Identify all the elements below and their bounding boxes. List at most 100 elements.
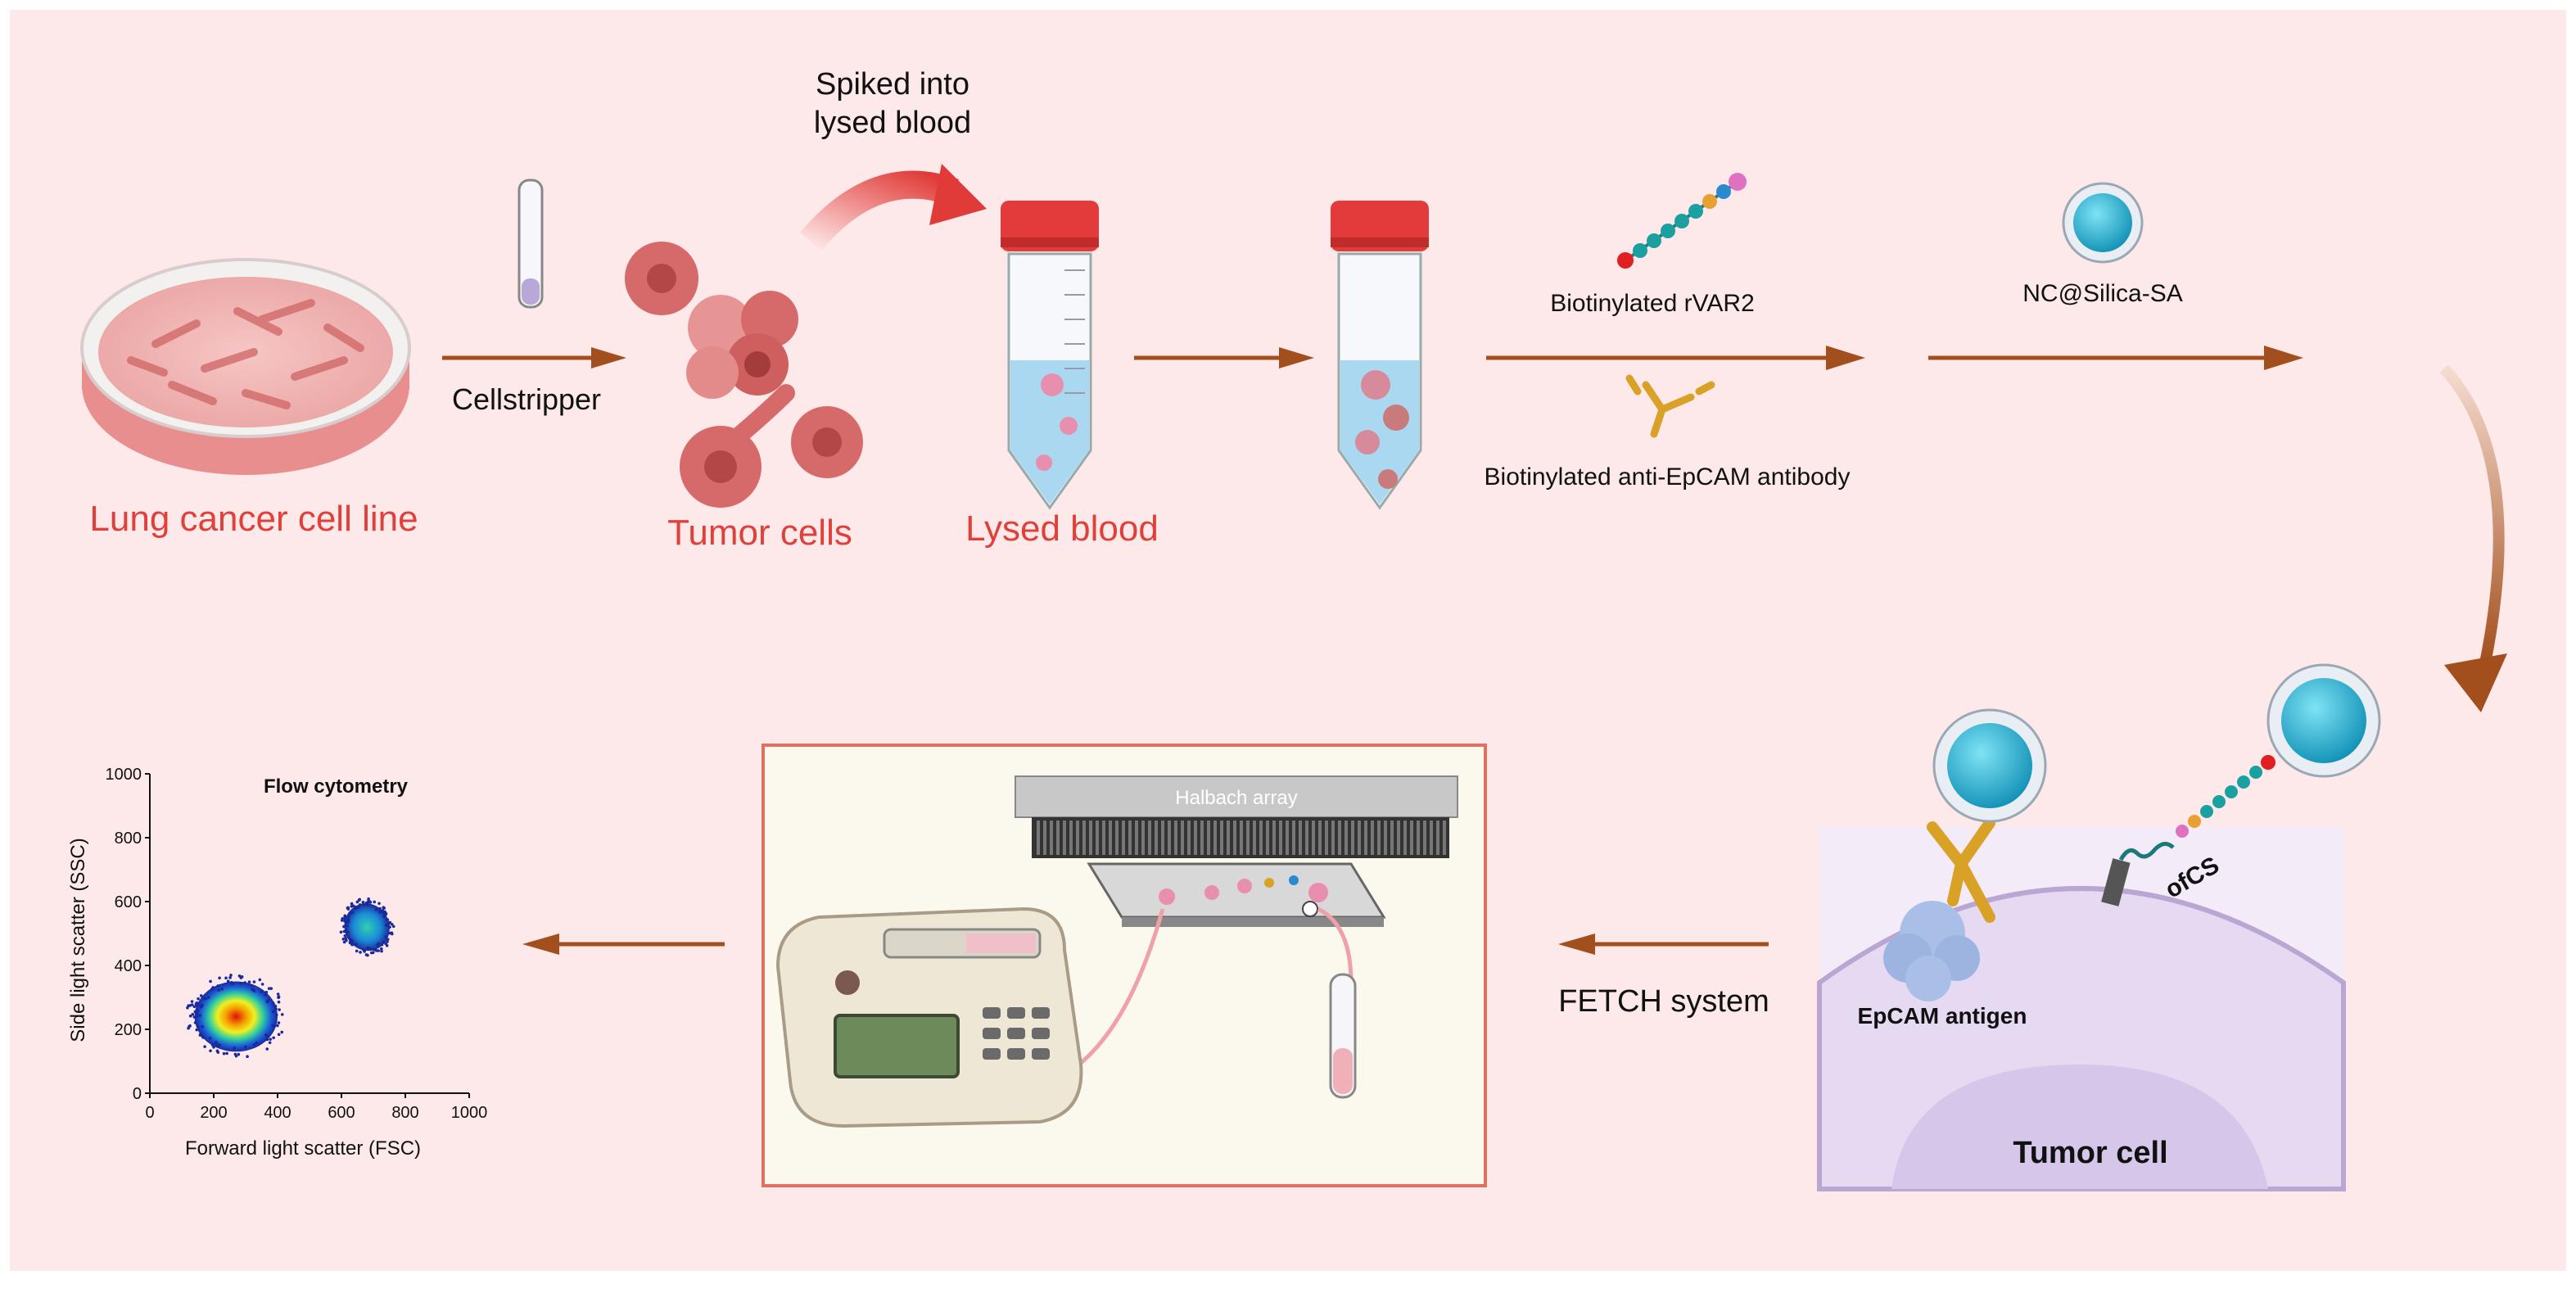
scatter-point — [382, 915, 386, 919]
scatter-point — [214, 1042, 218, 1045]
scatter-point — [277, 1033, 281, 1037]
scatter-point — [385, 917, 389, 921]
scatter-point — [347, 915, 350, 918]
scatter-point — [220, 987, 224, 991]
scatter-point — [269, 987, 273, 990]
scatter-point — [367, 946, 371, 950]
x-tick-label: 800 — [391, 1104, 418, 1122]
y-tick-label: 0 — [133, 1085, 142, 1103]
scatter-point — [374, 949, 378, 952]
epcam-antigen-icon — [1883, 901, 1980, 1001]
scatter-point — [252, 1042, 256, 1047]
scatter-point — [359, 951, 362, 954]
chip-icon — [1087, 862, 1386, 927]
scatter-point — [203, 1045, 206, 1048]
scatter-point — [380, 947, 383, 951]
scatter-point — [346, 924, 349, 928]
scatter-point — [273, 1004, 277, 1007]
arrow-to-flow — [522, 934, 725, 955]
scatter-point — [224, 976, 228, 980]
scatter-point — [391, 925, 395, 929]
scatter-point — [193, 1010, 197, 1014]
scatter-point — [277, 996, 281, 1000]
scatter-point — [260, 990, 264, 994]
x-tick-label: 400 — [264, 1104, 291, 1122]
y-tick-label: 400 — [115, 957, 142, 975]
scatter-point — [343, 934, 347, 938]
scatter-point — [196, 1015, 199, 1018]
scatter-point — [384, 934, 388, 938]
scatter-point — [355, 900, 359, 904]
scatter-point — [201, 1035, 205, 1038]
scatter-point — [265, 1047, 269, 1051]
scatter-point — [374, 907, 378, 911]
conical-tube-icon — [1001, 201, 1099, 510]
scatter-point — [350, 902, 354, 906]
scatter-point — [276, 1024, 279, 1028]
cellstripper-label: Cellstripper — [452, 382, 601, 416]
scatter-point — [201, 1024, 205, 1029]
scatter-point — [192, 1015, 197, 1019]
scatter-point — [229, 974, 233, 977]
scatter-point — [211, 986, 215, 989]
y-tick-label: 600 — [115, 893, 142, 911]
y-tick-label: 800 — [115, 830, 142, 848]
scatter-point — [355, 905, 358, 909]
scatter-point — [202, 997, 206, 1000]
bead-on-antibody — [1932, 708, 2047, 823]
scatter-point — [343, 916, 347, 920]
tumor-cell-label: Tumor cell — [2013, 1136, 2167, 1170]
anti-epcam-label: Biotinylated anti-EpCAM antibody — [1485, 463, 1851, 491]
lung-cancer-label: Lung cancer cell line — [89, 499, 418, 539]
scatter-point — [362, 948, 365, 952]
scatter-point — [368, 901, 373, 904]
scatter-point — [274, 1007, 278, 1010]
scatter-point — [364, 901, 368, 905]
scatter-point — [364, 953, 368, 956]
scatter-point — [225, 1051, 228, 1056]
scatter-point — [226, 979, 230, 983]
scatter-point — [384, 911, 388, 915]
scatter-point — [346, 934, 350, 938]
scatter-point — [234, 1054, 238, 1058]
scatter-point — [252, 989, 256, 992]
scatter-point — [229, 981, 233, 984]
scatter-point — [271, 1001, 275, 1005]
curved-arrow-down — [2439, 364, 2507, 712]
tube-icon — [517, 179, 544, 309]
scatter-point — [355, 949, 359, 953]
scatter-point — [345, 920, 349, 924]
scatter-point — [192, 1005, 197, 1009]
scatter-point — [350, 911, 355, 915]
scatter-point — [252, 980, 256, 983]
scatter-point — [228, 976, 232, 979]
scatter-point — [209, 1049, 212, 1053]
scatter-point — [190, 1000, 194, 1003]
scatter-point — [264, 990, 269, 994]
chart-xlabel: Forward light scatter (FSC) — [185, 1137, 421, 1160]
scatter-point — [386, 940, 389, 943]
scatter-point — [196, 1011, 199, 1015]
spiked-arrow — [800, 164, 987, 251]
scatter-point — [195, 1028, 199, 1032]
scatter-point — [265, 1038, 269, 1042]
scatter-point — [272, 1036, 275, 1040]
scatter-point — [358, 897, 361, 902]
scatter-point — [260, 983, 264, 986]
y-tick-label: 1000 — [106, 766, 142, 784]
scatter-point — [210, 1043, 215, 1047]
arrow-step-2 — [1134, 347, 1314, 368]
spiked-label-line2: lysed blood — [814, 106, 971, 140]
scatter-point — [377, 910, 382, 914]
scatter-point — [280, 1013, 284, 1016]
halbach-label: Halbach array — [1175, 787, 1297, 809]
scatter-point — [380, 943, 384, 947]
scatter-point — [341, 937, 346, 941]
conical-tube-icon-2 — [1331, 201, 1429, 510]
x-tick-label: 1000 — [451, 1104, 488, 1122]
scatter-point — [340, 919, 344, 922]
scatter-point — [209, 979, 212, 983]
scatter-point — [267, 987, 271, 990]
